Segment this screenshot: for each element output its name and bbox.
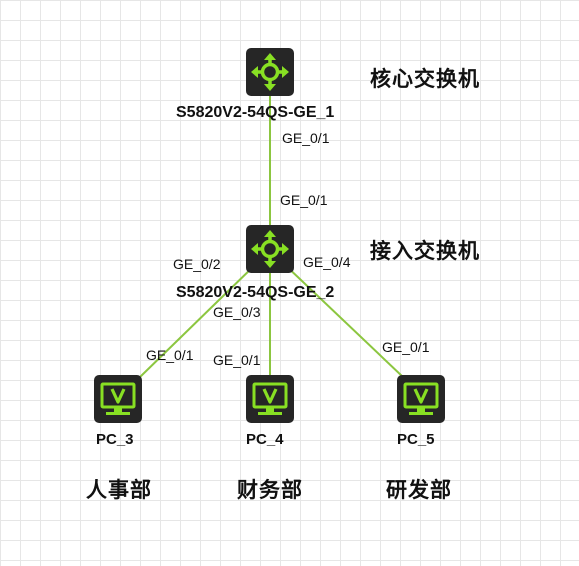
access-switch[interactable] xyxy=(246,225,294,273)
access-switch-role-label: 接入交换机 xyxy=(370,239,480,263)
pc3-port-label: GE_0/1 xyxy=(146,347,194,363)
switch-icon xyxy=(246,48,294,96)
pc-4[interactable] xyxy=(246,375,294,423)
access-switch-name: S5820V2-54QS-GE_2 xyxy=(176,284,335,301)
pc4-port-label: GE_0/1 xyxy=(213,352,261,368)
pc-5[interactable] xyxy=(397,375,445,423)
pc-5-name: PC_5 xyxy=(397,431,435,448)
core-switch[interactable] xyxy=(246,48,294,96)
pc-4-name: PC_4 xyxy=(246,431,284,448)
link-access-pc5[interactable] xyxy=(281,261,404,378)
pc-3-dept-label: 人事部 xyxy=(86,478,152,502)
pc-5-dept-label: 研发部 xyxy=(386,478,452,502)
core-switch-name: S5820V2-54QS-GE_1 xyxy=(176,104,335,121)
switch-icon xyxy=(246,225,294,273)
access-uplink-port-label: GE_0/1 xyxy=(280,192,328,208)
pc-3[interactable] xyxy=(94,375,142,423)
pc-4-dept-label: 财务部 xyxy=(237,478,303,502)
pc5-port-label: GE_0/1 xyxy=(382,339,430,355)
pc-monitor-icon xyxy=(397,375,445,423)
link-access-pc3[interactable] xyxy=(139,261,259,378)
pc-3-name: PC_3 xyxy=(96,431,134,448)
pc-monitor-icon xyxy=(246,375,294,423)
pc-monitor-icon xyxy=(94,375,142,423)
access-port-ge03-label: GE_0/3 xyxy=(213,304,261,320)
core-port-label: GE_0/1 xyxy=(282,130,330,146)
access-port-ge02-label: GE_0/2 xyxy=(173,256,221,272)
core-switch-role-label: 核心交换机 xyxy=(370,67,480,91)
access-port-ge04-label: GE_0/4 xyxy=(303,254,351,270)
